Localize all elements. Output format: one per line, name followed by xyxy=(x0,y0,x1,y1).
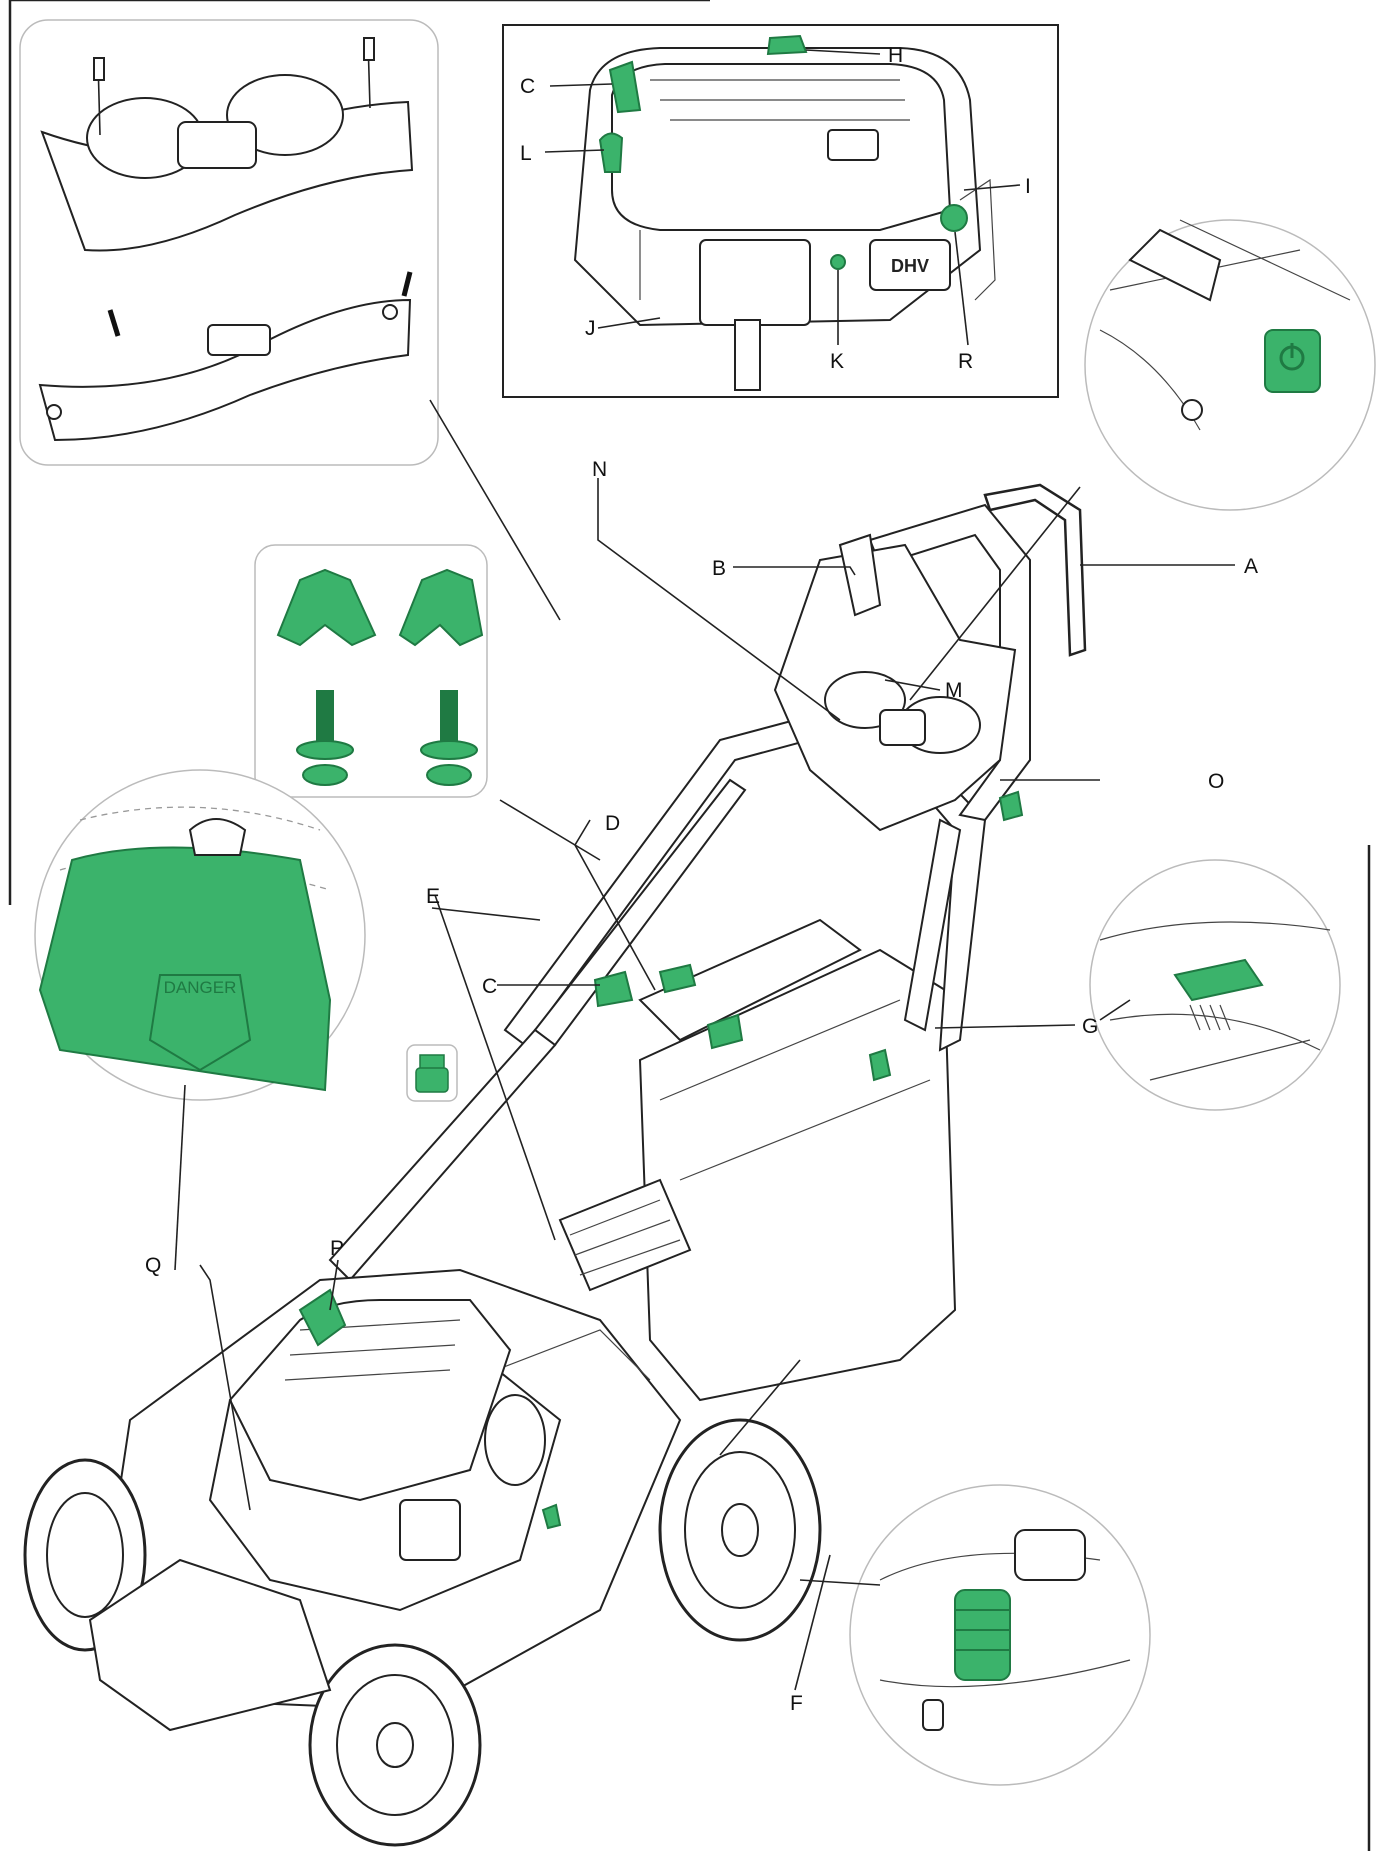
callout-N: N xyxy=(592,458,607,481)
callout-labels: A B C C D E F G H I J K L M N O P Q R xyxy=(145,44,1258,1715)
leader-lines xyxy=(174,399,1235,1691)
inset-engine: DHV xyxy=(502,24,1059,398)
front-wheel-right xyxy=(308,1643,482,1847)
callout-M: M xyxy=(945,679,963,702)
callout-C-handle: C xyxy=(482,975,497,998)
callout-I: I xyxy=(1025,175,1031,198)
callout-E: E xyxy=(426,885,440,908)
callout-J: J xyxy=(585,317,596,340)
callout-G: G xyxy=(1082,1015,1098,1038)
danger-plate-label: DANGER xyxy=(164,978,237,997)
inset-knobs-bolts xyxy=(254,544,488,798)
engine-brand-label: DHV xyxy=(891,256,929,276)
callout-P: P xyxy=(330,1237,344,1260)
inset-small-plug xyxy=(406,1044,458,1102)
inset-level-indicator xyxy=(1089,859,1341,1111)
inset-fuel-cap xyxy=(849,1484,1151,1786)
callout-Q: Q xyxy=(145,1254,161,1277)
callout-R: R xyxy=(958,350,973,373)
callout-K: K xyxy=(830,350,844,373)
callout-F: F xyxy=(790,1692,803,1715)
inset-handle-cover xyxy=(19,19,439,466)
callout-B: B xyxy=(712,557,726,580)
page-frame xyxy=(8,0,1371,1851)
callout-D: D xyxy=(605,812,620,835)
callout-A: A xyxy=(1244,555,1258,578)
lawnmower-main-drawing xyxy=(23,483,1087,1847)
callout-L: L xyxy=(520,142,532,165)
callout-O: O xyxy=(1208,770,1224,793)
inset-start-button xyxy=(1084,219,1376,511)
callout-H: H xyxy=(888,44,903,67)
callout-C-engine: C xyxy=(520,75,535,98)
inset-rear-flap: DANGER xyxy=(34,769,366,1101)
rear-wheel-right xyxy=(658,1418,822,1642)
